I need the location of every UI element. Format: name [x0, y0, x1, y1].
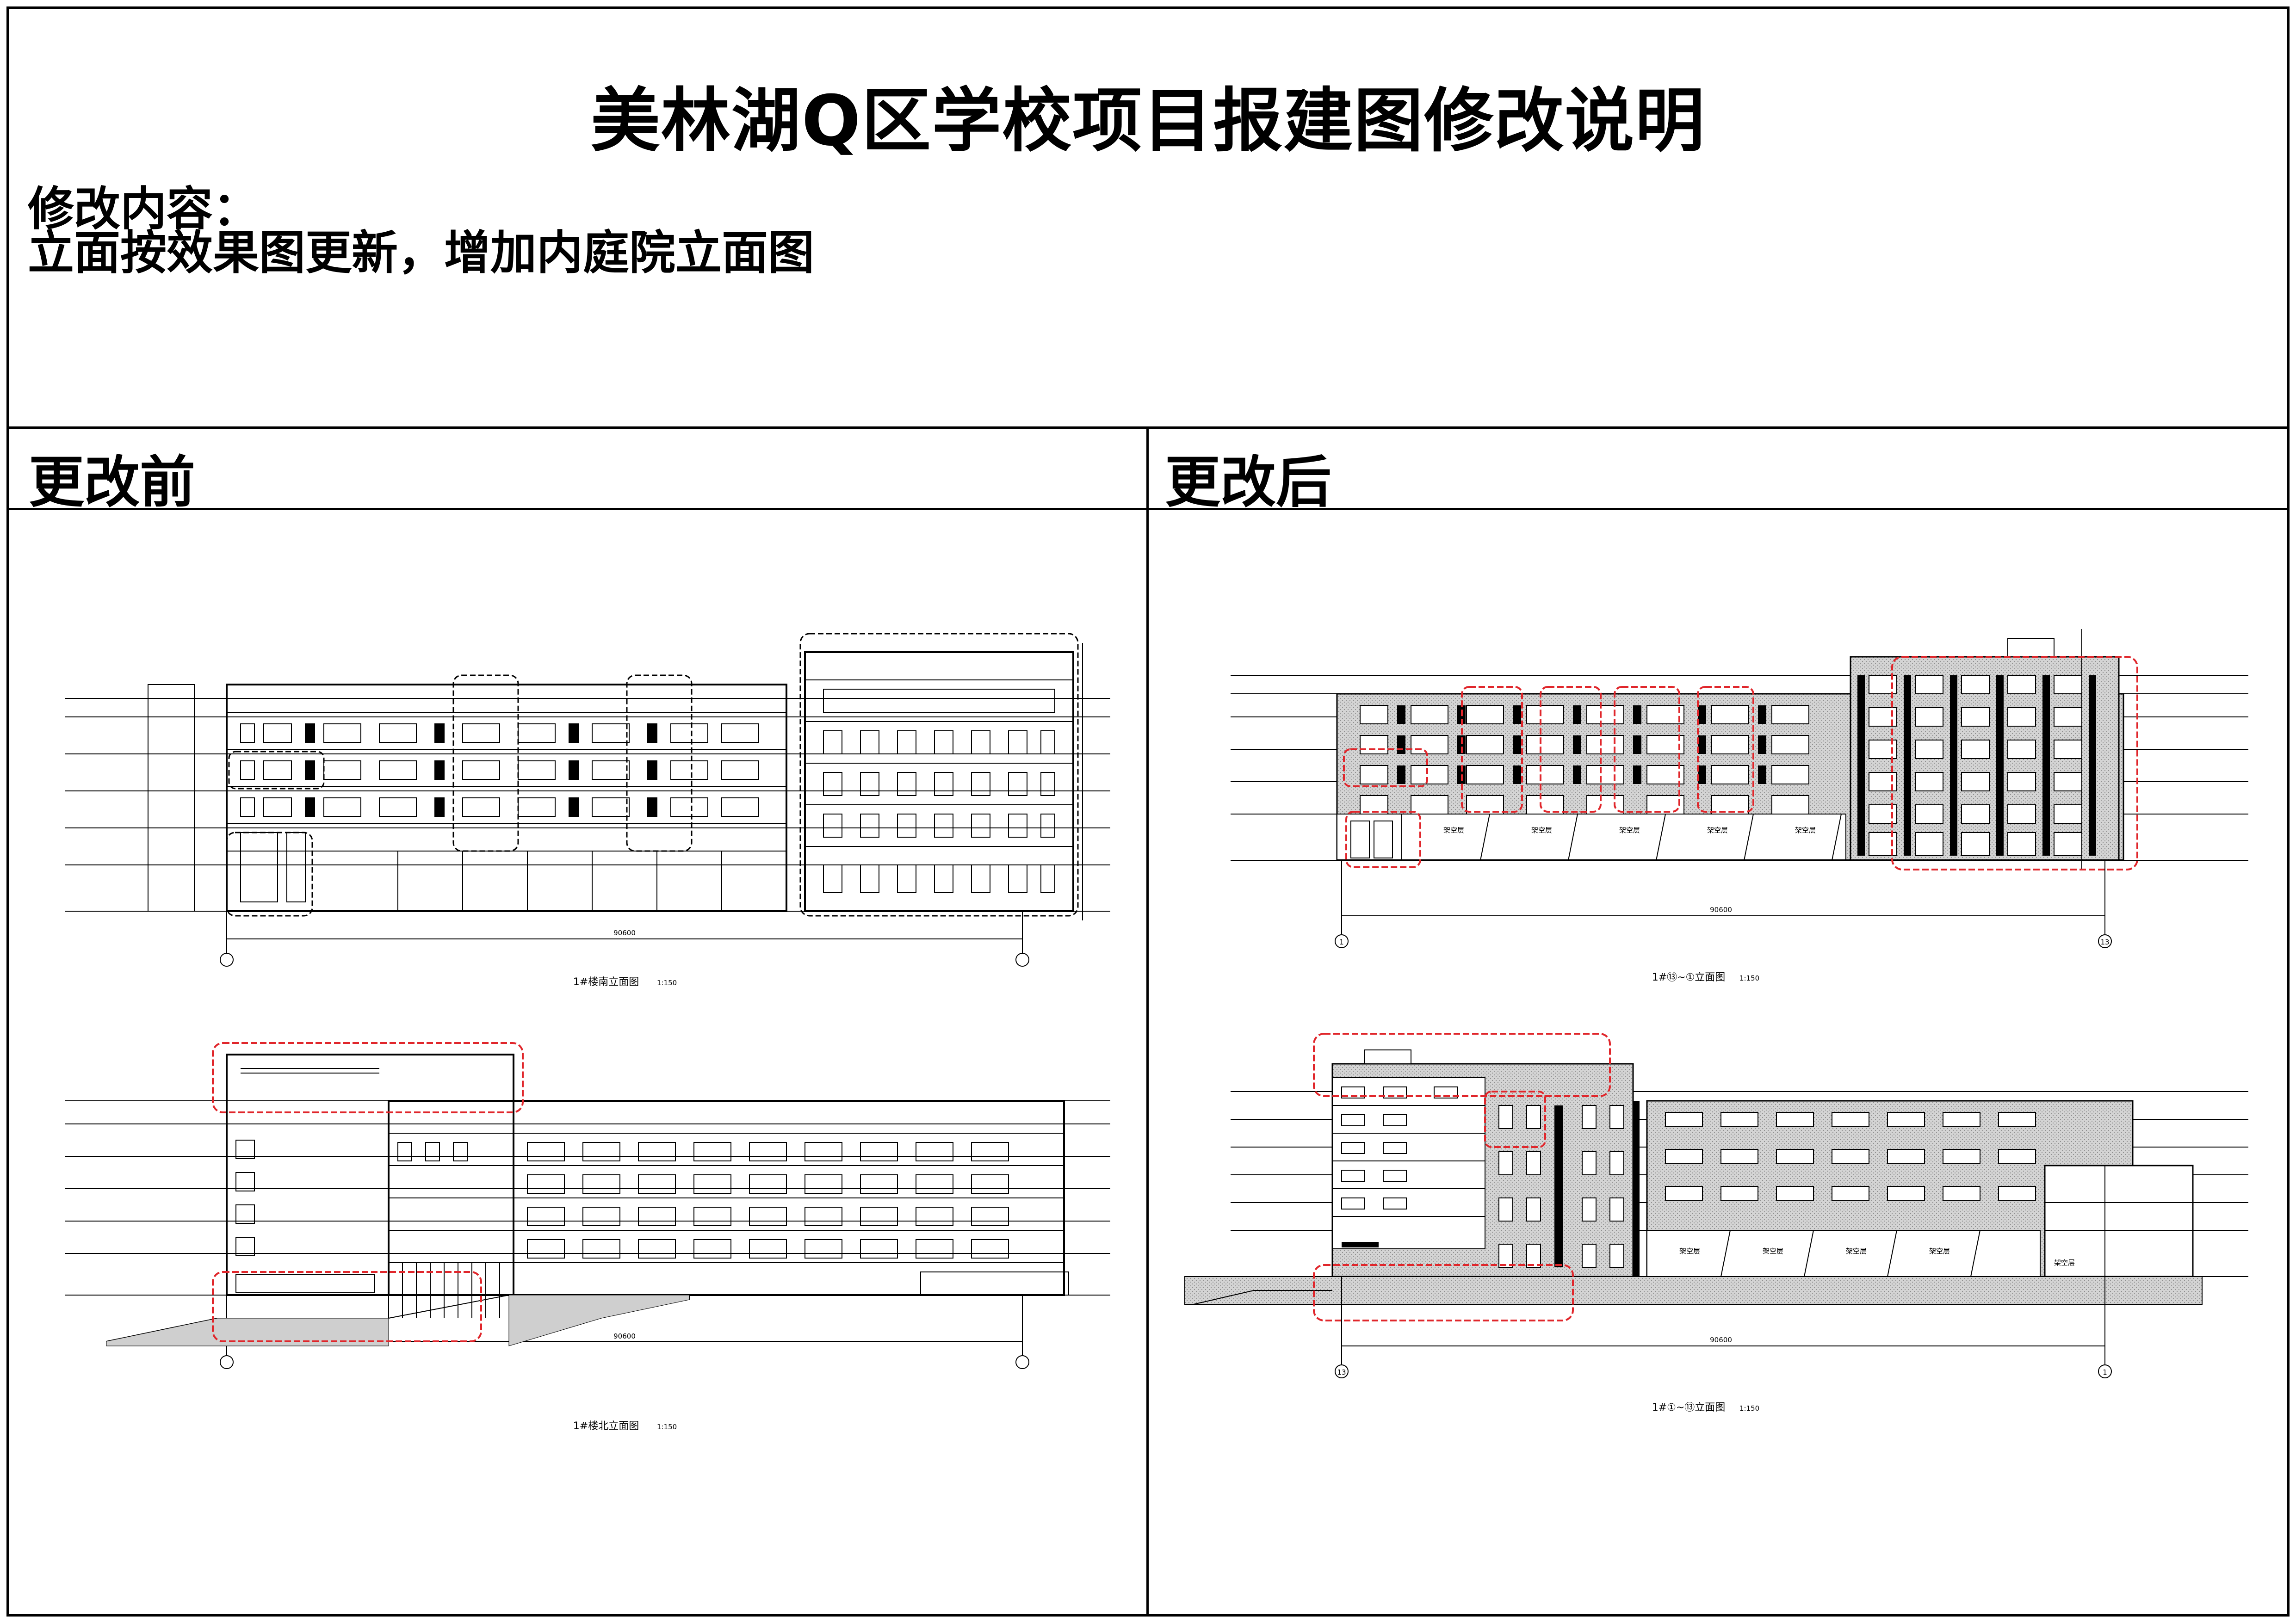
after-lower-dim: 90600	[1710, 1336, 1732, 1344]
after-upper-dim: 90600	[1710, 906, 1732, 914]
before-upper-dim: 90600	[613, 929, 636, 937]
after-elevation-1-13: 架空层 架空层 架空层 架空层 架空层 13 1 90600 1#①~⑬立面图 …	[1184, 1033, 2248, 1413]
after-upper-axis-right: 13	[2100, 938, 2109, 946]
after-label: 更改后	[1165, 450, 1331, 515]
page-title: 美林湖Q区学校项目报建图修改说明	[590, 81, 1706, 161]
before-lower-caption: 1#楼北立面图	[573, 1420, 639, 1432]
after-lower-axis-right: 1	[2103, 1368, 2107, 1376]
after-lower-scale: 1:150	[1739, 1404, 1759, 1413]
after-lower-room-label-1: 架空层	[1679, 1247, 1700, 1255]
before-upper-caption: 1#楼南立面图	[573, 976, 639, 988]
before-lower-dim: 90600	[613, 1332, 636, 1340]
after-lower-room-label-3: 架空层	[1846, 1247, 1867, 1255]
before-label: 更改前	[29, 450, 195, 515]
after-room-label-1: 架空层	[1443, 826, 1464, 834]
before-south-elevation: 90600 1#楼南立面图 1:150	[65, 633, 1110, 988]
before-upper-scale: 1:150	[657, 979, 677, 987]
after-room-label-4: 架空层	[1707, 826, 1728, 834]
after-lower-room-label-4: 架空层	[1929, 1247, 1950, 1255]
modify-text: 立面按效果图更新，增加内庭院立面图	[28, 226, 814, 280]
after-elevation-13-1: 架空层 架空层 架空层 架空层 架空层 1 13 90600 1#⑬~①立面图 …	[1231, 629, 2248, 983]
after-room-label-2: 架空层	[1531, 826, 1552, 834]
after-lower-axis-left: 13	[1337, 1368, 1346, 1376]
before-north-elevation: 90600 1#楼北立面图 1:150	[65, 1042, 1110, 1432]
center-divider	[1146, 426, 1149, 1617]
modify-label: 修改内容：	[28, 182, 259, 236]
after-room-label-3: 架空层	[1619, 826, 1640, 834]
after-lower-room-label-5: 架空层	[2054, 1259, 2075, 1267]
after-upper-caption: 1#⑬~①立面图	[1652, 972, 1726, 983]
before-lower-scale: 1:150	[657, 1423, 677, 1431]
after-lower-caption: 1#①~⑬立面图	[1652, 1402, 1726, 1413]
after-room-label-5: 架空层	[1795, 826, 1816, 834]
after-lower-room-label-2: 架空层	[1763, 1247, 1783, 1255]
after-upper-scale: 1:150	[1739, 974, 1759, 982]
after-upper-axis-left: 1	[1339, 938, 1344, 946]
